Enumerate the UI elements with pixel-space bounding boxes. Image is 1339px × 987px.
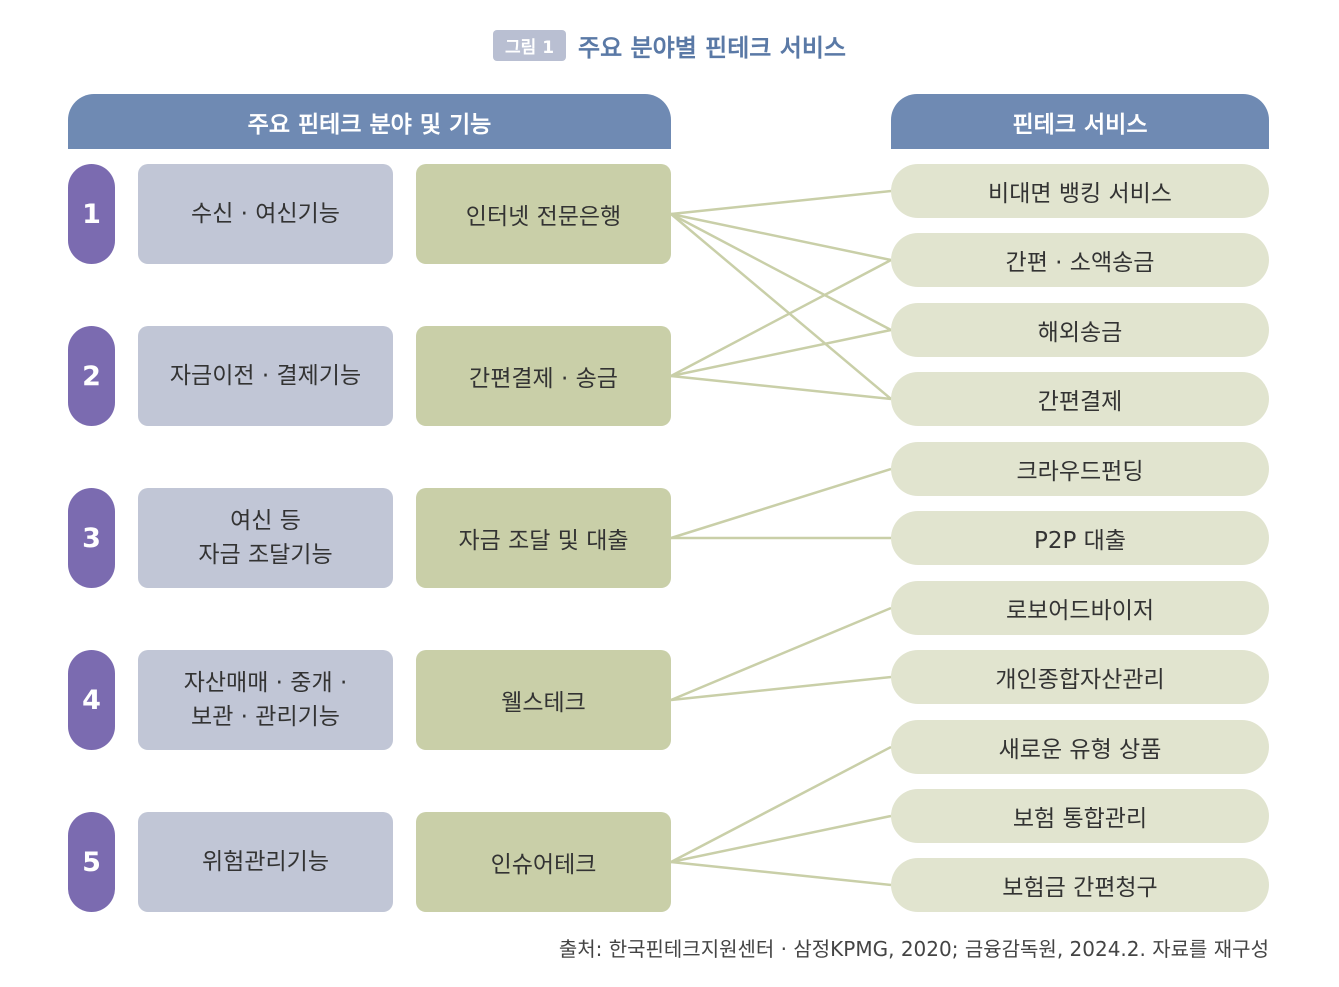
field-box-2: 간편결제 · 송금 — [416, 326, 671, 426]
field-box-5: 인슈어테크 — [416, 812, 671, 912]
service-pill-8: 개인종합자산관리 — [891, 650, 1269, 704]
service-pill-6: P2P 대출 — [891, 511, 1269, 565]
function-label: 자산매매 · 중개 ·보관 · 관리기능 — [183, 669, 348, 731]
connector-line-13 — [670, 814, 892, 864]
connector-line-4 — [670, 213, 892, 400]
connector-line-8 — [670, 467, 892, 540]
function-box-4: 자산매매 · 중개 ·보관 · 관리기능 — [138, 650, 393, 750]
connector-line-7 — [670, 374, 892, 401]
connector-line-11 — [670, 675, 892, 702]
field-box-4: 웰스테크 — [416, 650, 671, 750]
function-label: 위험관리기능 — [202, 848, 329, 875]
service-pill-4: 간편결제 — [891, 372, 1269, 426]
service-pill-11: 보험금 간편청구 — [891, 858, 1269, 912]
service-pill-2: 간편 · 소액송금 — [891, 233, 1269, 287]
right-header: 핀테크 서비스 — [891, 94, 1269, 149]
function-box-1: 수신 · 여신기능 — [138, 164, 393, 264]
connector-line-2 — [670, 212, 892, 262]
connector-line-12 — [670, 745, 892, 864]
service-pill-10: 보험 통합관리 — [891, 789, 1269, 843]
row-number-4: 4 — [68, 650, 115, 750]
service-pill-3: 해외송금 — [891, 303, 1269, 357]
service-pill-7: 로보어드바이저 — [891, 581, 1269, 635]
row-number-2: 2 — [68, 326, 115, 426]
left-header: 주요 핀테크 분야 및 기능 — [68, 94, 671, 149]
connector-line-6 — [670, 328, 892, 378]
source-note: 출처: 한국핀테크지원센터 · 삼정KPMG, 2020; 금융감독원, 202… — [558, 937, 1269, 961]
service-pill-9: 새로운 유형 상품 — [891, 720, 1269, 774]
field-box-1: 인터넷 전문은행 — [416, 164, 671, 264]
figure-title: 주요 분야별 핀테크 서비스 — [578, 34, 846, 62]
function-label: 자금이전 · 결제기능 — [169, 362, 362, 389]
connector-line-1 — [670, 189, 892, 216]
row-number-5: 5 — [68, 812, 115, 912]
service-pill-1: 비대면 뱅킹 서비스 — [891, 164, 1269, 218]
connector-line-3 — [670, 212, 892, 332]
row-number-3: 3 — [68, 488, 115, 588]
connector-line-14 — [670, 860, 892, 887]
function-label: 수신 · 여신기능 — [191, 200, 340, 227]
function-box-5: 위험관리기능 — [138, 812, 393, 912]
function-box-2: 자금이전 · 결제기능 — [138, 326, 393, 426]
row-number-1: 1 — [68, 164, 115, 264]
figure-label: 그림 1 — [493, 30, 567, 61]
figure-title-row: 그림 1 주요 분야별 핀테크 서비스 — [0, 28, 1339, 63]
connector-line-5 — [670, 258, 892, 378]
field-box-3: 자금 조달 및 대출 — [416, 488, 671, 588]
service-pill-5: 크라우드펀딩 — [891, 442, 1269, 496]
connector-line-10 — [670, 606, 892, 702]
